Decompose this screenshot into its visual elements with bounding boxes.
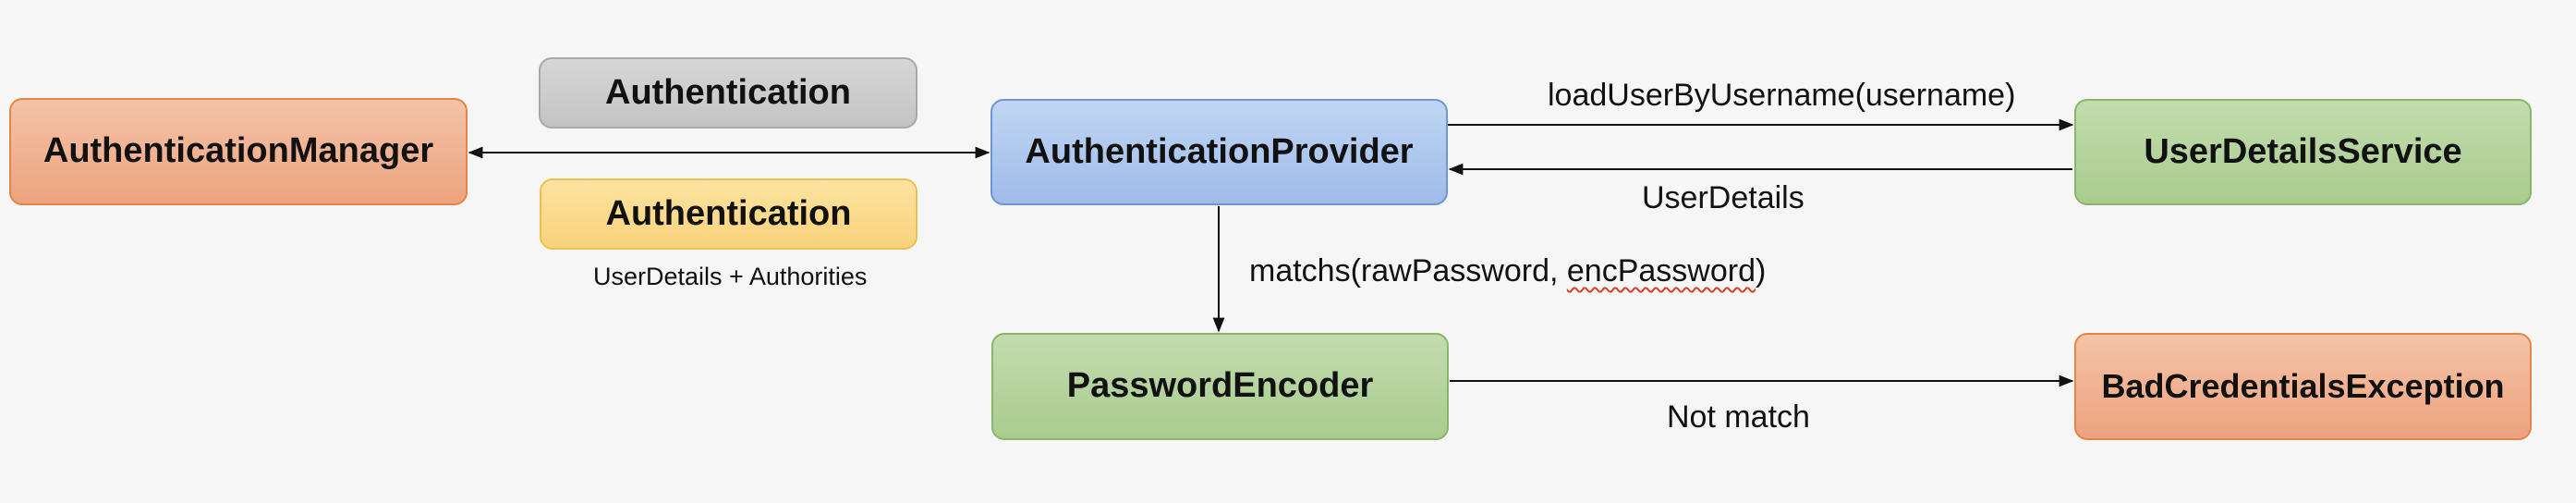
authentication-manager-label: AuthenticationManager bbox=[43, 131, 434, 171]
authentication-request-label: Authentication bbox=[605, 72, 851, 112]
misspelled-word: encPassword bbox=[1566, 253, 1756, 288]
load-user-label: loadUserByUsername(username) bbox=[1548, 78, 2016, 113]
user-details-service-label: UserDetailsService bbox=[2144, 131, 2462, 171]
authentication-result-label: Authentication bbox=[605, 193, 852, 233]
matches-label: matchs(rawPassword, encPassword) bbox=[1249, 253, 1766, 289]
authentication-provider-label: AuthenticationProvider bbox=[1025, 131, 1414, 171]
matches-label-suffix: ) bbox=[1755, 253, 1767, 288]
bad-credentials-exception-label: BadCredentialsException bbox=[2101, 367, 2505, 406]
authentication-provider-box: AuthenticationProvider bbox=[990, 99, 1448, 205]
user-details-service-box: UserDetailsService bbox=[2074, 99, 2532, 205]
authentication-request-box: Authentication bbox=[539, 57, 917, 129]
authentication-manager-box: AuthenticationManager bbox=[9, 98, 468, 205]
not-match-label: Not match bbox=[1667, 399, 1810, 435]
authentication-result-note: UserDetails + Authorities bbox=[593, 263, 868, 290]
password-encoder-label: PasswordEncoder bbox=[1066, 366, 1374, 406]
bad-credentials-exception-box: BadCredentialsException bbox=[2074, 333, 2532, 440]
password-encoder-box: PasswordEncoder bbox=[991, 333, 1449, 440]
user-details-label: UserDetails bbox=[1642, 180, 1804, 215]
authentication-result-box: Authentication bbox=[540, 178, 917, 250]
matches-label-prefix: matchs(rawPassword, bbox=[1249, 253, 1567, 288]
